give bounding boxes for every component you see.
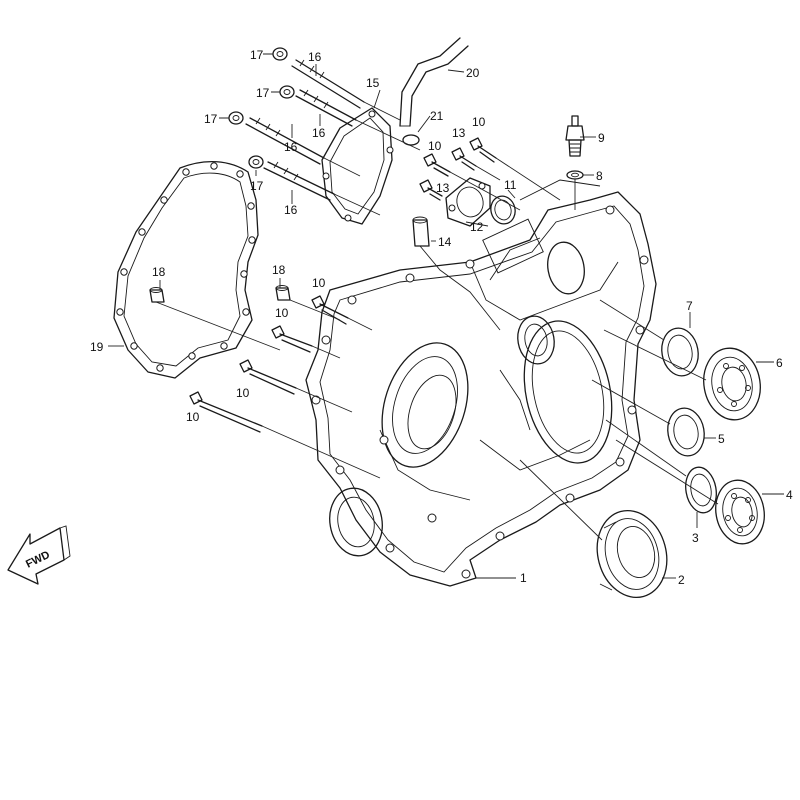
callout-numbers: 1 2 3 4 5 6 7 8 9 10 10 10 10 10 10 11 1…	[90, 48, 793, 587]
stud-part-16-c	[245, 117, 325, 165]
callout-10-b: 10	[236, 386, 250, 400]
callout-12: 12	[470, 220, 484, 234]
callout-4: 4	[786, 488, 793, 502]
callout-8: 8	[596, 169, 603, 183]
callout-17-a: 17	[250, 48, 264, 62]
forward-direction-arrow: FWD	[7, 525, 71, 585]
callout-16-c: 16	[284, 140, 298, 154]
dowel-part-18-a	[149, 287, 165, 303]
callout-18-b: 18	[272, 263, 286, 277]
callout-15: 15	[366, 76, 380, 90]
stud-part-16-b	[295, 89, 357, 127]
callout-11: 11	[504, 178, 517, 192]
arrow-left-icon	[7, 527, 65, 585]
crankcase-part-1	[305, 179, 657, 587]
seal-part-3	[685, 466, 717, 514]
callout-5: 5	[718, 432, 725, 446]
bolt-part-10-b	[239, 359, 297, 395]
gasket-part-19	[113, 160, 259, 379]
callout-19: 19	[90, 340, 104, 354]
callout-10-c: 10	[275, 306, 289, 320]
callout-16-b: 16	[312, 126, 326, 140]
clip-part-21	[402, 134, 420, 146]
callout-16-a: 16	[308, 50, 322, 64]
seal-part-5	[667, 407, 705, 457]
callout-3: 3	[692, 531, 699, 545]
callout-9: 9	[598, 131, 605, 145]
bearing-part-2	[596, 509, 668, 599]
callout-leaders	[108, 53, 784, 579]
callout-10-e: 10	[428, 139, 442, 153]
bearing-part-4	[715, 479, 765, 545]
bolt-part-10-d	[311, 295, 349, 325]
nut-part-17-a	[272, 47, 288, 61]
seal-part-7	[661, 327, 699, 377]
callout-17-b: 17	[256, 86, 270, 100]
callout-7: 7	[686, 299, 693, 313]
o-ring-part-11	[490, 195, 516, 225]
assembly-guide-lines	[155, 101, 719, 541]
callout-18-a: 18	[152, 265, 166, 279]
stud-part-16-d	[263, 161, 335, 201]
sensor-part-9	[565, 115, 585, 157]
gasket-part-15	[321, 107, 394, 225]
callout-1: 1	[520, 571, 527, 585]
callout-16-d: 16	[284, 203, 298, 217]
callout-20: 20	[466, 66, 480, 80]
callout-17-d: 17	[250, 179, 264, 193]
dowel-part-18-b	[275, 285, 291, 301]
nut-part-17-d	[248, 155, 264, 169]
dowel-part-14	[412, 216, 430, 247]
nut-part-17-c	[228, 111, 244, 125]
bolt-part-10-a	[189, 391, 263, 433]
cover-part-12	[445, 177, 491, 227]
bolt-part-13-b	[419, 179, 443, 201]
nut-part-17-b	[279, 85, 295, 99]
callout-13-b: 13	[436, 181, 450, 195]
callout-21: 21	[430, 109, 444, 123]
callout-2: 2	[678, 573, 685, 587]
washer-part-8	[566, 170, 584, 180]
hose-part-20	[399, 37, 469, 127]
bolt-part-10-e	[423, 153, 451, 177]
callout-13-a: 13	[452, 126, 466, 140]
callout-17-c: 17	[204, 112, 218, 126]
callout-10-f: 10	[472, 115, 486, 129]
bolt-part-10-c	[271, 325, 313, 353]
bolt-part-10-f	[469, 137, 497, 163]
callout-10-a: 10	[186, 410, 200, 424]
callout-10-d: 10	[312, 276, 326, 290]
callout-6: 6	[776, 356, 783, 370]
bolt-part-13-a	[451, 147, 477, 171]
bearing-part-6	[703, 347, 761, 421]
callout-14: 14	[438, 235, 452, 249]
stud-part-16-a	[291, 59, 365, 109]
